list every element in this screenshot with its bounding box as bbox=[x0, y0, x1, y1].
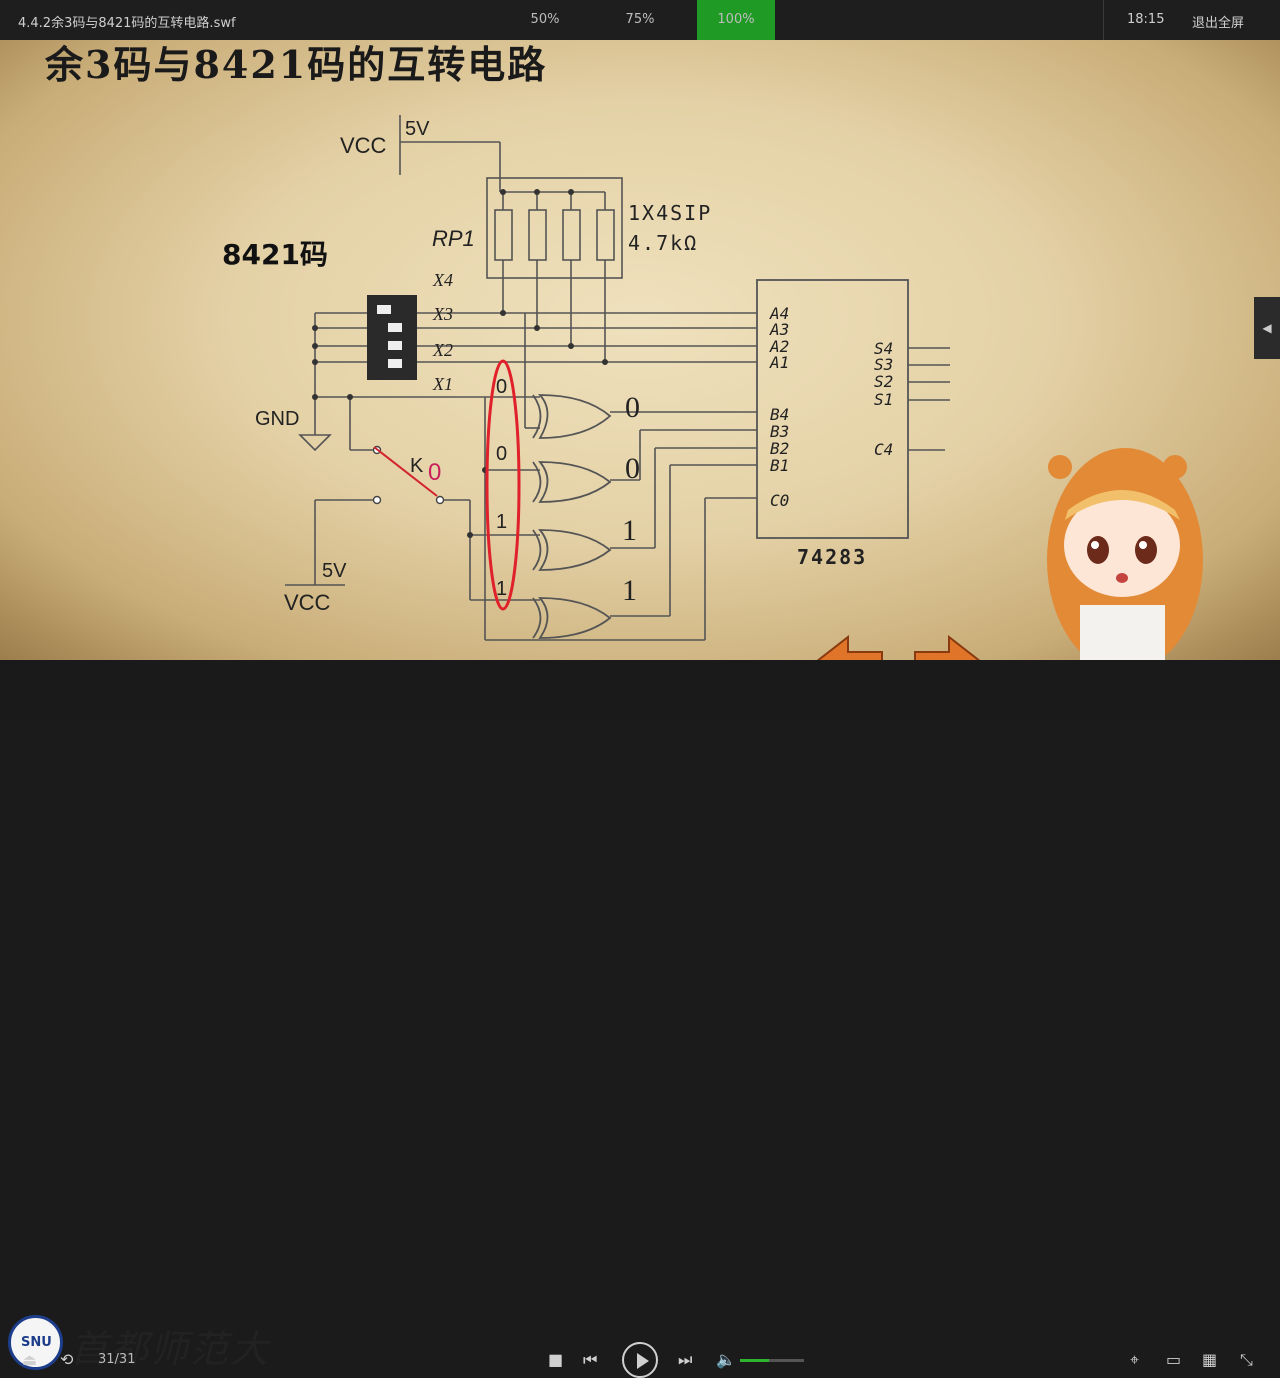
zoom-50-button[interactable]: 50% bbox=[530, 12, 560, 27]
vcc-top-label: VCC bbox=[340, 133, 387, 158]
input-bit: 0 bbox=[496, 443, 507, 465]
chip-pin-b3: B3 bbox=[770, 422, 789, 441]
next-icon[interactable]: ⏭ bbox=[678, 1350, 693, 1369]
chip-pin-a4: A4 bbox=[769, 304, 789, 323]
exit-fullscreen-button[interactable]: 退出全屏 bbox=[1192, 16, 1245, 31]
circuit-diagram: VCC 5V RP1 1X4SIP 4.7kΩ X4 X3 X2 X1 GND … bbox=[255, 115, 1203, 660]
input-bit: 1 bbox=[496, 578, 507, 600]
file-title: 4.4.2余3码与8421码的互转电路.swf bbox=[18, 16, 236, 31]
chip-pin-a3: A3 bbox=[769, 320, 789, 339]
resistance-label: 4.7kΩ bbox=[628, 231, 698, 255]
zoom-100-button[interactable]: 100% bbox=[697, 0, 775, 40]
highlight-ellipse bbox=[485, 359, 521, 611]
next-slide-arrow[interactable] bbox=[914, 634, 985, 660]
previous-icon[interactable]: ⏮ bbox=[583, 1350, 598, 1369]
chip-pin-a1: A1 bbox=[769, 353, 789, 372]
player-controls: SNU 首都师范大 ⏏ ⟲ 31/31 ■ ⏮ ⏭ 🔈 ⌖ ▭ ▦ ⤡ bbox=[0, 660, 1280, 1378]
output-bit: 0 bbox=[625, 452, 640, 485]
grid-icon[interactable]: ▦ bbox=[1202, 1350, 1218, 1369]
volume-icon[interactable]: 🔈 bbox=[716, 1350, 736, 1369]
chip-pin-b1: B1 bbox=[770, 456, 789, 475]
play-button[interactable] bbox=[622, 1342, 658, 1378]
output-bit: 0 bbox=[625, 391, 640, 424]
shrink-icon[interactable]: ⤡ bbox=[1240, 1350, 1253, 1369]
x2-label: X2 bbox=[432, 340, 453, 360]
x4-label: X4 bbox=[432, 270, 453, 290]
slide-canvas: 余3码与8421码的互转电路 bbox=[0, 40, 1280, 660]
side-panel-toggle[interactable]: ◀ bbox=[1254, 297, 1280, 359]
slide-title: 余3码与8421码的互转电路 bbox=[45, 42, 548, 87]
x1-label: X1 bbox=[432, 374, 453, 394]
top-toolbar: 4.4.2余3码与8421码的互转电路.swf 50% 75% 100% 18:… bbox=[0, 0, 1280, 40]
window-icon[interactable]: ▭ bbox=[1166, 1350, 1182, 1369]
switch-k-value: 0 bbox=[428, 459, 441, 486]
input-bit: 1 bbox=[496, 511, 507, 533]
play-icon bbox=[637, 1353, 649, 1369]
v5-top-label: 5V bbox=[405, 118, 430, 140]
output-bit: 1 bbox=[622, 514, 637, 547]
chip-name: 74283 bbox=[797, 545, 867, 569]
clock: 18:15 bbox=[1127, 12, 1165, 27]
gnd-label: GND bbox=[255, 408, 299, 430]
v5-bottom-label: 5V bbox=[322, 560, 347, 582]
loop-icon[interactable]: ⟲ bbox=[60, 1350, 74, 1369]
chip-pin-s4: S4 bbox=[874, 339, 893, 358]
switch-k-blade bbox=[373, 446, 438, 497]
chip-pin-s3: S3 bbox=[874, 355, 893, 374]
chip-pin-s1: S1 bbox=[874, 390, 893, 409]
prev-slide-arrow[interactable] bbox=[812, 634, 883, 660]
stop-icon[interactable]: ■ bbox=[548, 1350, 564, 1369]
page-counter: 31/31 bbox=[98, 1352, 136, 1367]
toolbar-divider bbox=[1103, 0, 1104, 40]
input-bit: 0 bbox=[496, 376, 507, 398]
volume-fill bbox=[740, 1359, 769, 1362]
switch-k-label: K bbox=[410, 455, 424, 477]
chip-pin-b4: B4 bbox=[770, 405, 789, 424]
volume-slider[interactable] bbox=[740, 1359, 804, 1362]
vcc-bottom-label: VCC bbox=[284, 590, 331, 615]
chip-pin-b2: B2 bbox=[770, 439, 789, 458]
chip-pin-c4: C4 bbox=[874, 440, 893, 459]
x3-label: X3 bbox=[432, 304, 453, 324]
mouse-icon[interactable]: ⌖ bbox=[1130, 1350, 1140, 1369]
chip-pin-s2: S2 bbox=[874, 372, 893, 391]
chip-pin-c0: C0 bbox=[770, 491, 789, 510]
rp1-label: RP1 bbox=[432, 226, 475, 251]
sip-label: 1X4SIP bbox=[628, 201, 712, 225]
chip-pin-a2: A2 bbox=[769, 337, 789, 356]
zoom-75-button[interactable]: 75% bbox=[625, 12, 655, 27]
chip-74283 bbox=[756, 279, 909, 539]
output-bit: 1 bbox=[622, 574, 637, 607]
code-8421-label: 8421码 bbox=[222, 238, 328, 271]
eject-icon[interactable]: ⏏ bbox=[22, 1350, 38, 1369]
mascot-character bbox=[1047, 448, 1203, 660]
